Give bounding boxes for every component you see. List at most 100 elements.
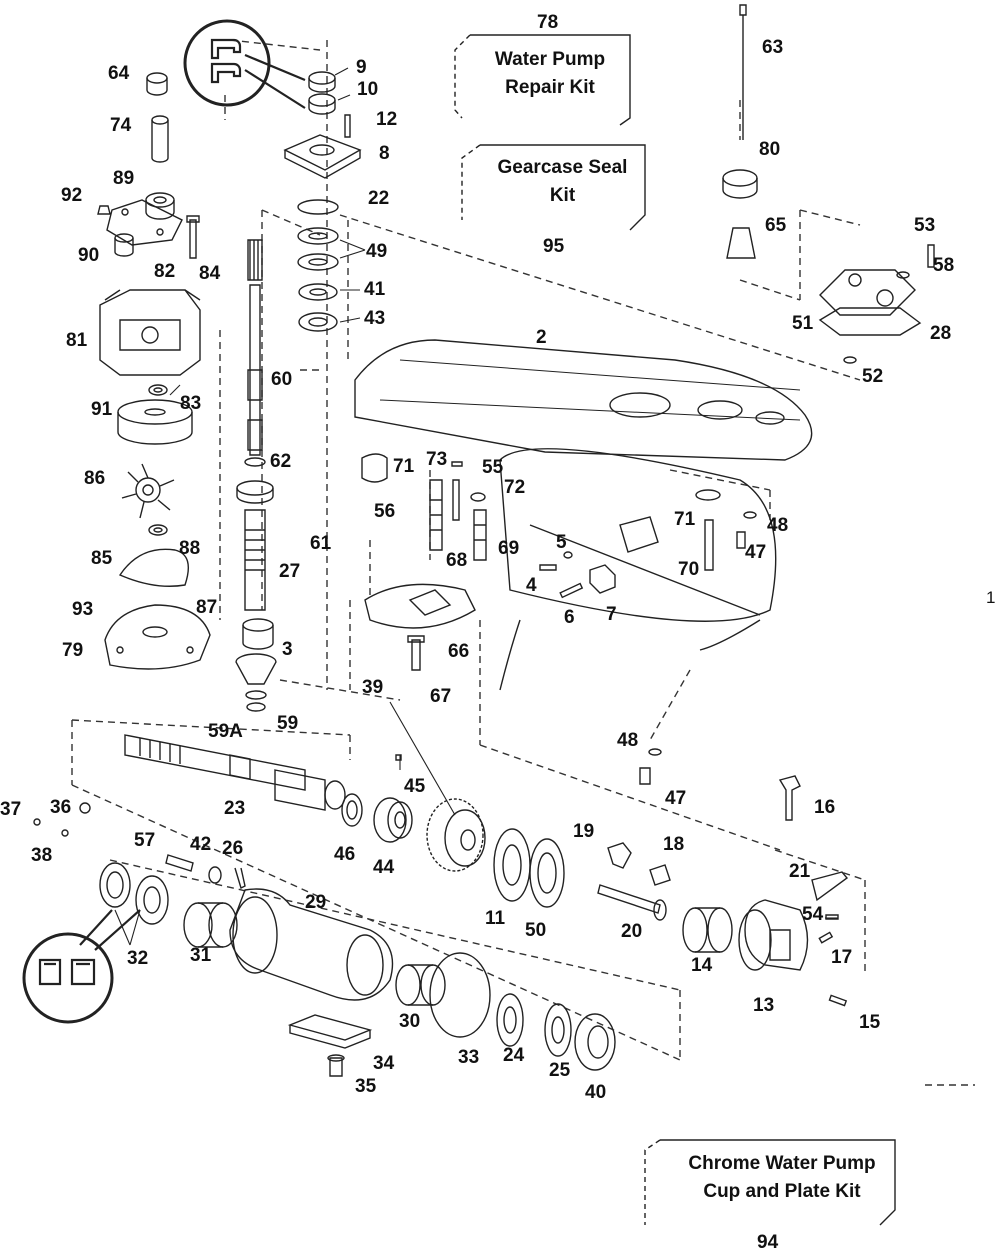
callout: 54 [802,904,824,925]
callout: 46 [334,844,356,865]
callout: 80 [759,139,781,160]
callout: 47 [745,542,767,563]
kit-chrome-number: 94 [757,1232,779,1251]
part-71-plug-lower [696,490,720,500]
callout: 14 [691,955,713,976]
inset-clip-symbols [40,40,305,984]
kit-chrome-water-pump-title: Chrome Water Pump Cup and Plate Kit [662,1150,902,1205]
kit-water-pump-line2: Repair Kit [505,76,595,98]
kit-gearcase-seal-number: 95 [543,236,565,257]
callout: 22 [368,188,390,209]
kit-gearcase-seal-title: Gearcase Seal Kit [480,154,645,209]
callout: 4 [526,575,537,596]
part-67-screw [408,636,424,670]
callout: 53 [914,215,936,236]
callout: 42 [190,834,212,855]
part-82-plate [107,200,182,245]
part-8-housing [285,135,360,178]
part-92-screw [98,206,110,214]
callout: 21 [789,861,811,882]
callout: 57 [134,830,156,851]
callout: 71 [674,509,696,530]
callout: 40 [585,1082,607,1103]
callout: 5 [556,532,567,553]
part-54-pin [826,915,838,919]
part-63-shift-rod [740,5,746,140]
callout: 62 [270,451,292,472]
callout: 87 [196,597,218,618]
part-22-oring [298,200,338,214]
callout: 26 [222,838,244,859]
part-80-seal [723,170,757,198]
kit-brackets [455,35,895,1225]
callout: 29 [305,892,327,913]
part-32-bearings [100,863,168,924]
callout: 23 [224,798,246,819]
part-85-gasket [120,549,188,586]
callout: 2 [536,327,547,348]
kit-gearcase-seal-line1: Gearcase Seal [497,157,628,178]
part-53-screw [928,245,934,267]
part-bracket-5 [620,517,658,552]
part-64-seal [147,73,167,95]
part-16-shift-lever [780,776,800,820]
callout: 89 [113,168,135,189]
part-84-bolt [187,216,199,258]
callout: 16 [814,797,836,818]
callout: 61 [310,533,332,554]
part-49-rings [298,228,338,270]
callout: 33 [458,1047,480,1068]
callout: 45 [404,776,426,797]
callout: 41 [364,279,386,300]
leader-lines [115,68,838,945]
part-48-washer-upper [744,512,756,518]
callout: 11 [485,908,506,929]
callout: 56 [374,501,396,522]
callout: 73 [426,449,448,470]
part-13-housing [739,900,808,970]
callout: 63 [762,37,784,58]
callout: 72 [504,477,526,498]
part-11-washer [494,829,530,901]
callout: 88 [179,538,201,559]
callout: 9 [356,57,367,78]
part-17-screw [819,932,832,942]
callout: 93 [72,599,94,620]
callout: 83 [180,393,202,414]
part-15-pin [829,995,846,1005]
part-43-bearing [299,313,337,331]
callout: 84 [199,263,221,284]
part-71-plug-upper [362,454,387,482]
callout: 28 [930,323,952,344]
part-46-spring [342,794,362,826]
callout: 68 [446,550,468,571]
callout: 17 [831,947,853,968]
kit-water-pump-line1: Water Pump [494,49,606,70]
part-73-pin [452,462,462,466]
part-30-bearing [396,965,445,1005]
callout: 82 [154,261,176,282]
part-72-washer [471,493,485,501]
callout: 18 [663,834,685,855]
part-36-screw [80,803,90,813]
part-5-screw [564,552,572,558]
callout: 34 [373,1053,395,1074]
callout: 86 [84,468,106,489]
part-81-pump-housing [100,290,200,375]
callout: 70 [678,559,700,580]
part-68-cylinder [430,480,442,550]
part-47-screw-upper [737,532,745,548]
kit-gearcase-seal-line2: Kit [549,184,576,206]
part-74-sleeve [152,116,168,162]
callout: 8 [379,143,390,164]
callout: 71 [393,456,415,477]
callout: 6 [564,607,575,628]
callout: 55 [482,457,504,478]
callout: 50 [525,920,547,941]
page-marker: 1 [986,588,995,607]
part-90-bushing [115,234,133,256]
callout: 59 [277,713,299,734]
part-14-bearing [683,908,732,952]
callout: 3 [282,639,293,660]
part-42-ring [209,867,221,883]
